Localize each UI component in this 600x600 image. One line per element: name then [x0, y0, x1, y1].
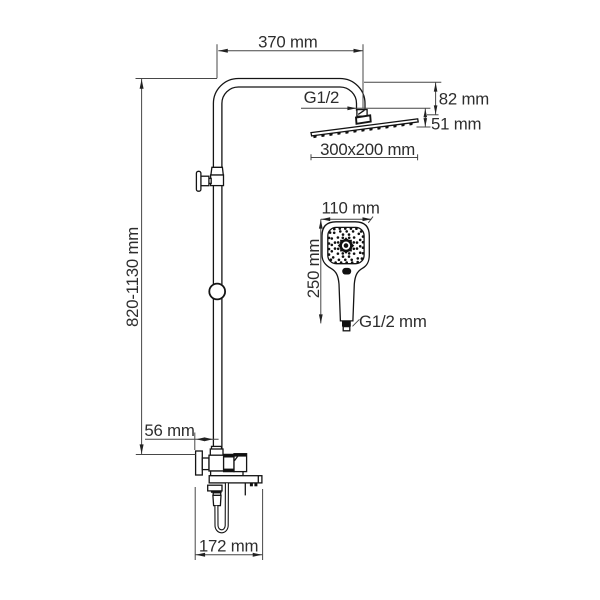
svg-text:172 mm: 172 mm [199, 537, 258, 556]
svg-text:820-1130 mm: 820-1130 mm [123, 227, 142, 327]
svg-text:56 mm: 56 mm [144, 421, 194, 440]
svg-text:51 mm: 51 mm [431, 114, 481, 133]
svg-text:370 mm: 370 mm [258, 33, 317, 52]
svg-text:110 mm: 110 mm [322, 199, 380, 218]
svg-text:250 mm: 250 mm [304, 239, 323, 298]
svg-text:300x200 mm: 300x200 mm [320, 140, 415, 159]
svg-text:G1/2 mm: G1/2 mm [359, 312, 427, 331]
svg-text:82 mm: 82 mm [439, 90, 489, 109]
svg-text:G1/2: G1/2 [304, 88, 340, 107]
